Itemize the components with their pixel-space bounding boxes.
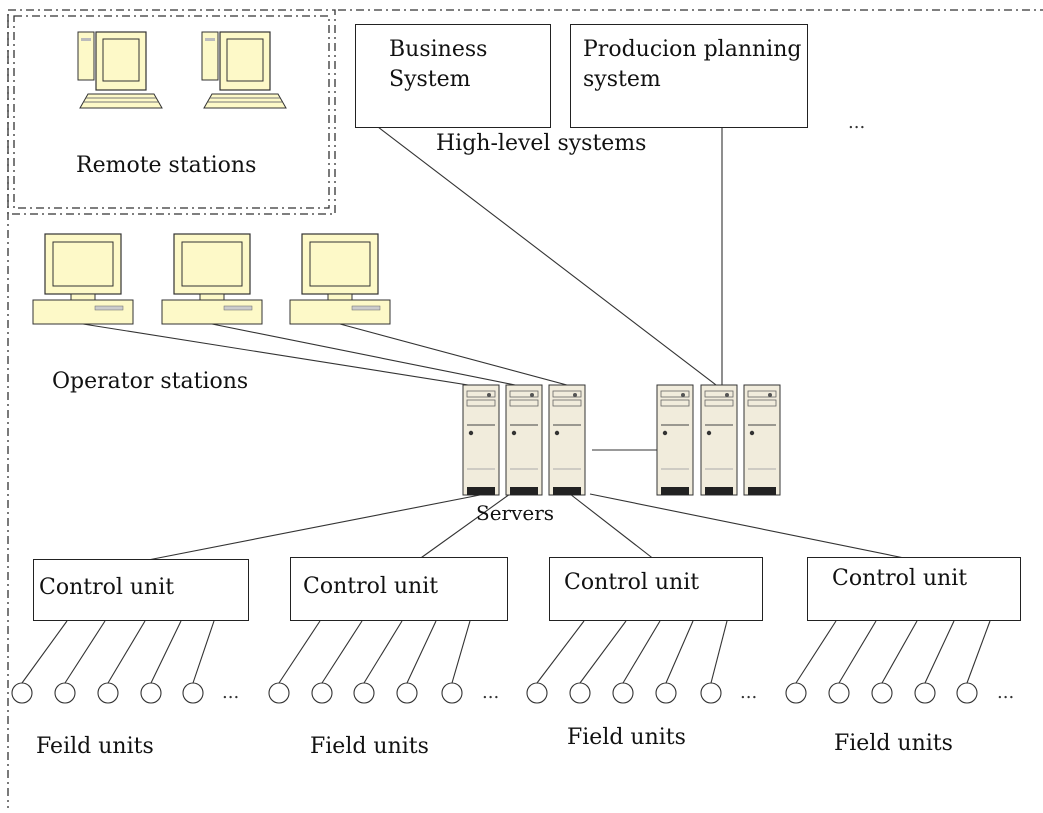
operator-station-desktop-icon (32, 233, 134, 325)
field-unit-connector (192, 620, 215, 684)
control-unit-box: Control unit (290, 557, 508, 621)
field-unit-node (441, 682, 463, 704)
production-planning-box: Producion planning system (570, 24, 808, 128)
control-unit-label: Control unit (39, 575, 175, 600)
field-unit-connector (579, 620, 627, 684)
field-unit-node (97, 682, 119, 704)
more-systems-ellipsis: ... (848, 112, 866, 133)
field-unit-connector (21, 620, 68, 684)
remote-station-laptop-icon (201, 31, 287, 109)
operator-stations-label: Operator stations (52, 369, 249, 394)
control-unit-label: Control unit (303, 574, 439, 599)
more-field-units-ellipsis: ... (222, 682, 240, 703)
server-icon (700, 384, 738, 496)
remote-stations-frame (7, 9, 336, 215)
servers-label: Servers (476, 501, 555, 525)
server-icon (505, 384, 543, 496)
field-unit-connector (278, 620, 321, 684)
field-unit-node (700, 682, 722, 704)
server-icon (656, 384, 694, 496)
business-system-box: Business System (355, 24, 551, 128)
more-field-units-ellipsis: ... (482, 682, 500, 703)
operator-station-desktop-icon (289, 233, 391, 325)
control-unit-box: Control unit (549, 557, 763, 621)
field-unit-connector (665, 620, 694, 684)
field-unit-connector (363, 620, 403, 684)
control-unit-label: Control unit (564, 570, 700, 595)
server-icon (743, 384, 781, 496)
field-unit-connector (64, 620, 106, 684)
server-cluster-right (656, 384, 781, 496)
control-unit-label: Control unit (832, 566, 968, 591)
field-unit-node (11, 682, 33, 704)
server-icon (548, 384, 586, 496)
field-unit-connector (924, 620, 955, 684)
server-icon (462, 384, 500, 496)
field-unit-node (914, 682, 936, 704)
high-level-systems-label: High-level systems (436, 131, 647, 156)
field-unit-node (311, 682, 333, 704)
field-unit-connector (795, 620, 837, 684)
control-unit-box: Control unit (33, 559, 249, 621)
field-unit-connector (451, 620, 471, 684)
field-unit-node (655, 682, 677, 704)
field-unit-connector (406, 620, 437, 684)
field-unit-connector (838, 620, 877, 684)
operator-station-desktop-icon (161, 233, 263, 325)
connection-lines (82, 126, 915, 561)
field-unit-node (182, 682, 204, 704)
more-field-units-ellipsis: ... (740, 682, 758, 703)
field-units-label: Feild units (36, 734, 154, 759)
field-unit-connector (881, 620, 918, 684)
field-unit-node (569, 682, 591, 704)
field-unit-node (612, 682, 634, 704)
field-unit-node (54, 682, 76, 704)
field-unit-connector (536, 620, 585, 684)
field-unit-node (828, 682, 850, 704)
field-unit-node (785, 682, 807, 704)
field-unit-node (526, 682, 548, 704)
field-unit-connector (150, 620, 182, 684)
field-units-label: Field units (567, 725, 686, 750)
field-units-label: Field units (310, 734, 429, 759)
field-unit-connector (966, 620, 991, 684)
field-units-label: Field units (834, 731, 953, 756)
field-unit-node (268, 682, 290, 704)
field-units-layer (11, 620, 991, 704)
field-unit-node (871, 682, 893, 704)
field-unit-node (353, 682, 375, 704)
field-unit-connector (710, 620, 728, 684)
more-field-units-ellipsis: ... (997, 682, 1015, 703)
field-unit-node (396, 682, 418, 704)
remote-stations-label: Remote stations (76, 153, 257, 178)
server-cluster-left (462, 384, 586, 496)
production-planning-label: Producion planning system (583, 37, 802, 92)
control-unit-box: Control unit (807, 557, 1021, 621)
field-unit-connector (321, 620, 363, 684)
field-unit-connector (107, 620, 146, 684)
remote-station-laptop-icon (77, 31, 163, 109)
field-unit-node (956, 682, 978, 704)
business-system-label: Business System (389, 37, 488, 92)
field-unit-node (140, 682, 162, 704)
field-unit-connector (622, 620, 661, 684)
